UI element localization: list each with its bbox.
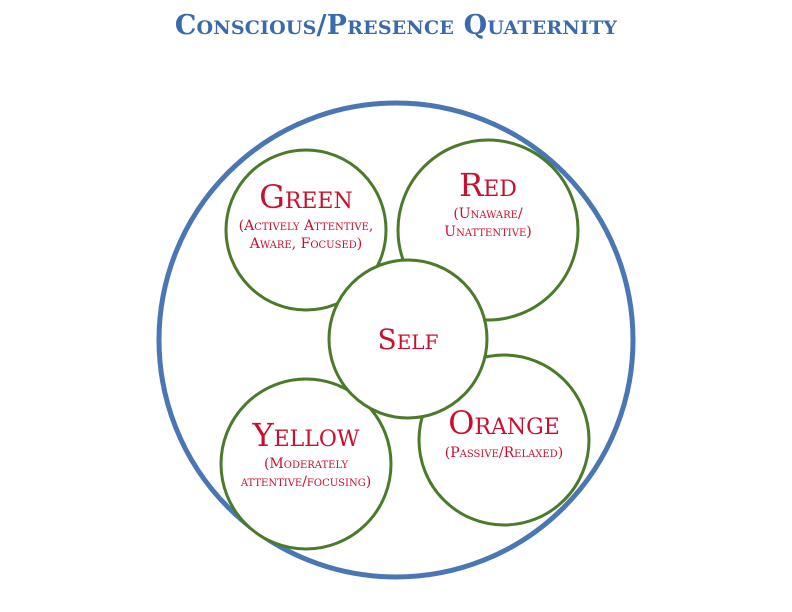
yellow-node: Yellow (Moderately attentive/focusing) (219, 377, 393, 551)
red-subtitle-line-2: Unattentive) (444, 224, 531, 240)
red-subtitle-line-1: (Unaware/ (453, 206, 523, 222)
green-circle (224, 148, 388, 312)
red-label: Red (459, 166, 517, 204)
yellow-circle (219, 377, 393, 551)
outer-circle (156, 100, 636, 580)
green-node: Green (Actively Attentive, Aware, Focuse… (224, 148, 388, 312)
yellow-subtitle-line-1: (Moderately (264, 456, 348, 472)
yellow-subtitle-line-2: attentive/focusing) (240, 474, 371, 490)
self-label: Self (378, 323, 439, 356)
diagram-title: Conscious/Presence Quaternity (174, 10, 618, 41)
orange-subtitle-line-1: (Passive/Relaxed) (445, 445, 563, 461)
orange-label: Orange (448, 404, 560, 442)
green-subtitle-line-2: Aware, Focused) (249, 236, 362, 252)
self-circle (327, 258, 489, 420)
green-subtitle-line-1: (Actively Attentive, (239, 218, 374, 234)
yellow-label: Yellow (251, 416, 359, 454)
self-node: Self (327, 258, 489, 420)
green-label: Green (259, 178, 353, 216)
